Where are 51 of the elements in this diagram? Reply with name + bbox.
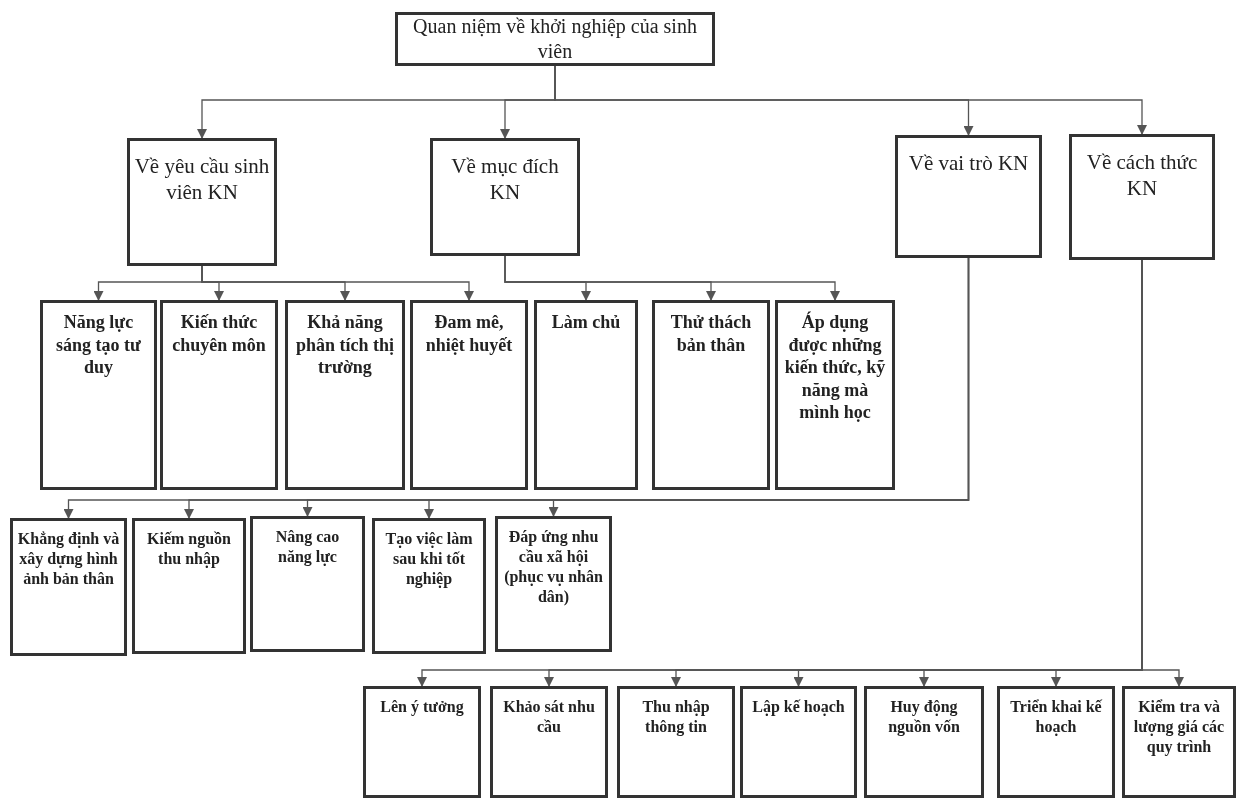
box-text: Kiếm nguồn thu nhập xyxy=(146,529,232,569)
concept-box xyxy=(285,300,405,490)
concept-box xyxy=(372,518,486,654)
concept-box xyxy=(132,518,246,654)
concept-box xyxy=(250,516,365,652)
box-text: Lập kế hoạch xyxy=(752,697,845,717)
box-text: Năng lực sáng tạo tư duy xyxy=(55,311,142,379)
box-text: Khảo sát nhu cầu xyxy=(502,697,596,737)
box-text: Lên ý tưởng xyxy=(380,697,464,717)
box-text: Về mục đích KN xyxy=(450,153,560,206)
concept-box xyxy=(997,686,1115,798)
box-text: Huy động nguồn vốn xyxy=(887,697,961,737)
concept-box xyxy=(40,300,157,490)
box-text: Triển khai kế hoạch xyxy=(1009,697,1103,737)
arrow xyxy=(548,257,970,517)
concept-box xyxy=(617,686,735,798)
concept-box xyxy=(430,138,580,256)
concept-box xyxy=(127,138,277,266)
box-text: Áp dụng được những kiến thức, kỹ năng mà mình học xyxy=(783,311,887,424)
concept-box xyxy=(490,686,608,798)
box-text: Nâng cao năng lực xyxy=(274,527,341,567)
concept-box xyxy=(534,300,638,490)
box-text: Khẳng định và xây dựng hình ảnh bản thân xyxy=(17,529,120,589)
box-text: Đáp ứng nhu cầu xã hội (phục vụ nhân dân) xyxy=(503,527,604,607)
box-text: Đam mê, nhiệt huyết xyxy=(424,311,514,356)
arrow xyxy=(201,265,474,301)
concept-box xyxy=(1122,686,1236,798)
concept-box xyxy=(160,300,278,490)
concept-box xyxy=(10,518,127,656)
box-text: Quan niệm về khởi nghiệp của sinh viên xyxy=(412,14,698,64)
box-text: Khả năng phân tích thị trường xyxy=(294,311,395,379)
box-text: Kiến thức chuyên môn xyxy=(171,311,267,356)
concept-box xyxy=(895,135,1042,258)
box-text: Về cách thức KN xyxy=(1085,149,1199,202)
box-text: Làm chủ xyxy=(551,311,621,334)
concept-box xyxy=(1069,134,1215,260)
box-text: Kiểm tra và lượng giá các quy trình xyxy=(1132,697,1226,757)
concept-box xyxy=(775,300,895,490)
box-text: Về yêu cầu sinh viên KN xyxy=(134,153,270,206)
box-text: Về vai trò KN xyxy=(908,150,1029,177)
concept-box xyxy=(652,300,770,490)
concept-box xyxy=(495,516,612,652)
concept-box xyxy=(363,686,481,798)
concept-box xyxy=(410,300,528,490)
box-text: Tạo việc làm sau khi tốt nghiệp xyxy=(384,529,474,589)
concept-box xyxy=(740,686,857,798)
concept-box xyxy=(864,686,984,798)
concept-box xyxy=(395,12,715,66)
box-text: Thu nhập thông tin xyxy=(641,697,711,737)
arrow xyxy=(504,255,840,301)
box-text: Thử thách bản thân xyxy=(669,311,753,356)
